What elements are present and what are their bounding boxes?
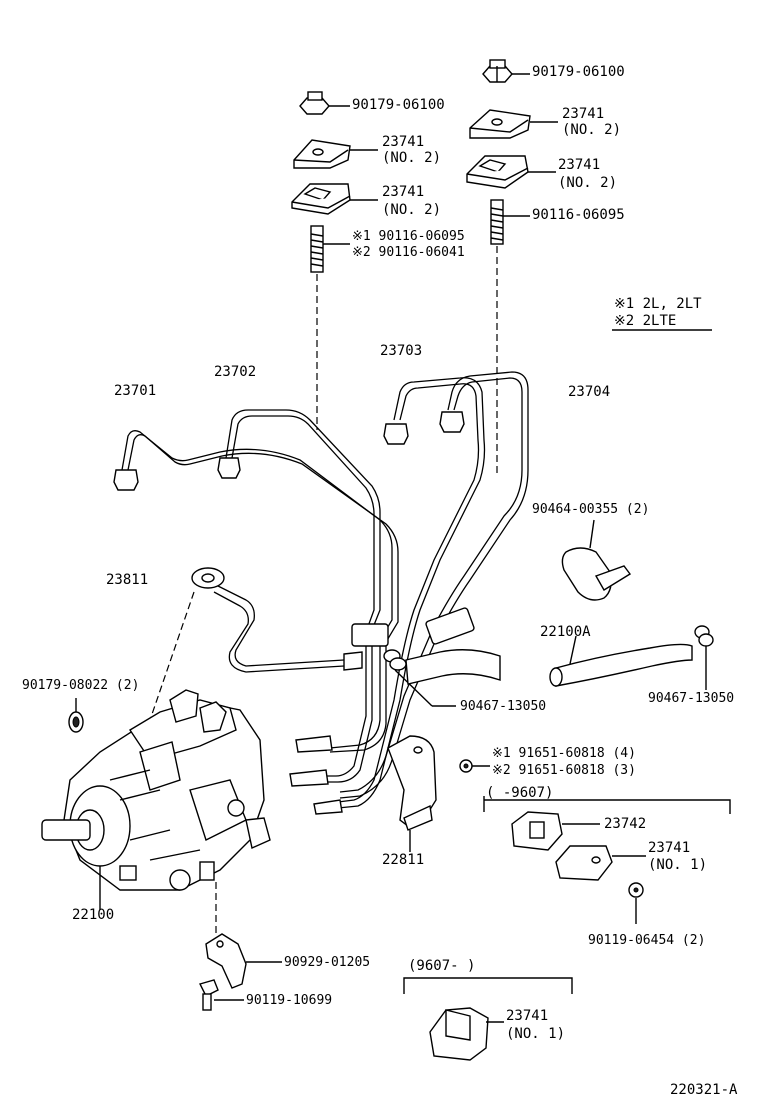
injection-pump-icon [41, 689, 271, 891]
clamp-no2-left-top-icon [293, 139, 351, 169]
range-bracket-1 [483, 796, 731, 814]
label-hose: 22100A [540, 624, 591, 640]
pipe-23704-icon [339, 371, 529, 799]
nut-right-icon [482, 59, 513, 83]
pipe-23811-icon [191, 567, 363, 673]
screw-90119-06454-icon [628, 882, 644, 898]
label-nut-right: 90179-06100 [532, 64, 625, 80]
stud-right-icon [490, 199, 504, 245]
bracket-22811-icon [387, 735, 437, 831]
label-pipe-23703: 23703 [380, 343, 423, 359]
hose-clip-right-icon [694, 625, 714, 647]
legend-1: ※1 2L, 2LT [614, 296, 702, 312]
pipe-clamp-block-right [425, 607, 475, 645]
stud-left-icon [310, 225, 324, 273]
label-clamp-l2-no: (NO. 2) [382, 202, 442, 218]
clamp-no1-a-icon [555, 845, 613, 881]
label-clamp-r2: 23741 [558, 157, 601, 173]
label-pipe-23811: 23811 [106, 572, 149, 588]
clamp-no2-right-top-icon [469, 109, 531, 139]
label-clamp-no1a-no: (NO. 1) [648, 857, 708, 873]
label-range-2: (9607- ) [408, 958, 476, 974]
label-clamp-r1-no: (NO. 2) [562, 122, 622, 138]
label-pump: 22100 [72, 907, 115, 923]
range-bracket-2 [403, 977, 573, 994]
label-nut-left: 90179-06100 [352, 97, 445, 113]
label-bolt-1: ※1 91651-60818 (4) [492, 746, 636, 761]
legend-2: ※2 2LTE [614, 313, 677, 329]
label-stud-left-2: ※2 90116-06041 [352, 245, 465, 260]
label-clamp-r2-no: (NO. 2) [558, 175, 618, 191]
bolt-91651-icon [459, 759, 473, 773]
label-bolt-90119-10699: 90119-10699 [246, 993, 333, 1008]
bracket-90929-icon [205, 933, 247, 989]
band-clamp-icon [561, 547, 632, 601]
label-pipe-23701: 23701 [114, 383, 157, 399]
clamp-no2-left-bottom-icon [291, 183, 351, 215]
label-stud-left-1: ※1 90116-06095 [352, 229, 465, 244]
label-clamp-no1b: 23741 [506, 1008, 549, 1024]
hose-22100A-icon [549, 643, 693, 687]
figure-id: 220321-A [670, 1082, 738, 1098]
label-clamp-no1a: 23741 [648, 840, 691, 856]
label-clamp-l1-no: (NO. 2) [382, 150, 442, 166]
label-bracket-90929: 90929-01205 [284, 955, 371, 970]
label-hose-clip-right: 90467-13050 [648, 691, 735, 706]
bolt-90119-10699-icon [198, 979, 219, 1011]
label-gasket: 90179-08022 (2) [22, 678, 140, 693]
label-pipe-23704: 23704 [568, 384, 611, 400]
label-band-clamp: 90464-00355 (2) [532, 502, 650, 517]
pipe-fittings-icon [289, 735, 343, 815]
label-stud-right: 90116-06095 [532, 207, 625, 223]
label-clamp-23742: 23742 [604, 816, 647, 832]
pipe-23701-icon [113, 430, 399, 753]
gasket-icon [68, 711, 84, 733]
label-hose-clip-center: 90467-13050 [460, 699, 547, 714]
nut-left-icon [299, 91, 330, 115]
clamp-no2-right-bottom-icon [466, 155, 529, 189]
label-screw-90119-06454: 90119-06454 (2) [588, 933, 706, 948]
label-bolt-2: ※2 91651-60818 (3) [492, 763, 636, 778]
label-clamp-l2: 23741 [382, 184, 425, 200]
label-clamp-r1: 23741 [562, 106, 605, 122]
pipe-23702-icon [217, 409, 381, 783]
hose-center-icon [405, 649, 501, 685]
pipe-clamp-block-left [351, 623, 389, 647]
clamp-no1-b-icon [429, 1007, 489, 1061]
label-range-1: ( -9607) [486, 785, 554, 801]
pipe-23703-icon [337, 377, 486, 809]
label-clamp-l1: 23741 [382, 134, 425, 150]
label-pipe-23702: 23702 [214, 364, 257, 380]
label-clamp-no1b-no: (NO. 1) [506, 1026, 566, 1042]
clamp-23742-icon [511, 811, 563, 851]
label-bracket-22811: 22811 [382, 852, 425, 868]
